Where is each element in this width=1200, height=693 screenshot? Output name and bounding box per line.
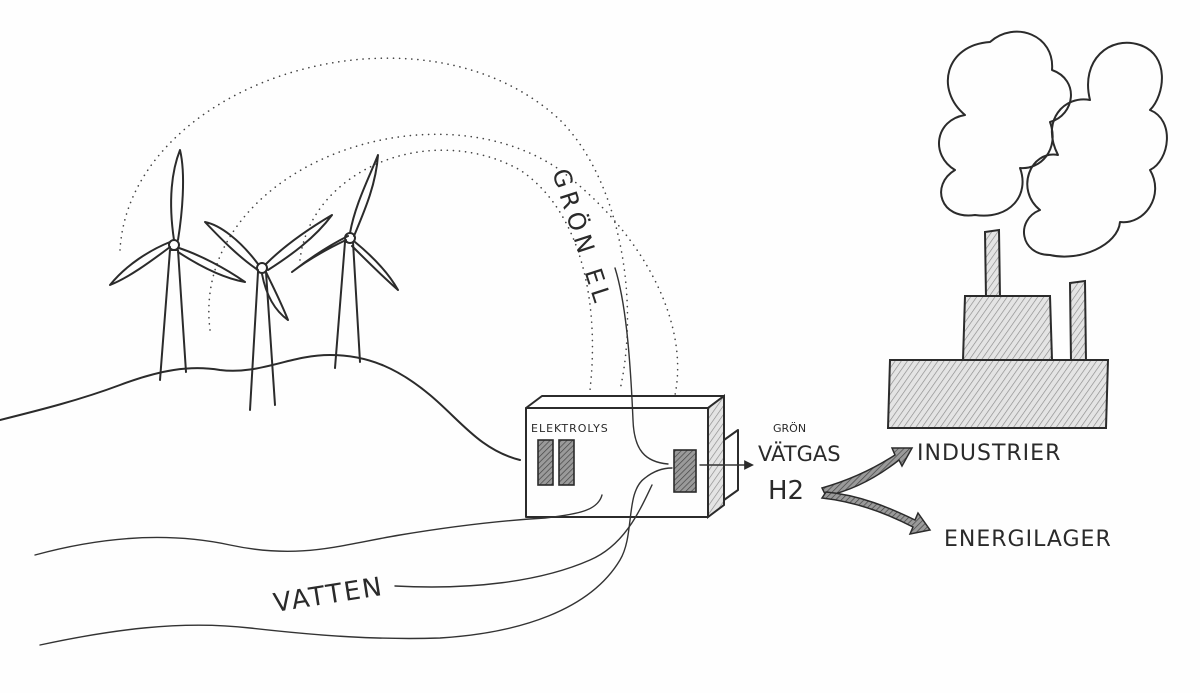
- wind-turbine-1: [109, 149, 246, 381]
- hydrogen-label: VÄTGAS: [758, 441, 841, 466]
- green-small-label: GRÖN: [773, 422, 806, 435]
- industries-label: INDUSTRIER: [917, 441, 1061, 466]
- hill: [0, 354, 521, 461]
- electrolysis-unit: [525, 394, 739, 519]
- wind-turbine-2: [204, 214, 333, 411]
- energy-storage-label: ENERGILAGER: [944, 527, 1112, 552]
- energy-arcs: [119, 57, 679, 396]
- water-label: VATTEN: [271, 572, 385, 619]
- wind-turbine-3: [291, 154, 399, 369]
- electrolysis-label: ELEKTROLYS: [531, 422, 609, 435]
- green-electricity-label: GRÖN EL: [546, 165, 618, 310]
- water-waves: [34, 467, 673, 646]
- factory: [886, 228, 1110, 429]
- h2-label: H2: [768, 476, 804, 506]
- power-wire: [614, 267, 669, 465]
- output-arrows: [820, 447, 932, 536]
- smoke-clouds: [938, 30, 1168, 258]
